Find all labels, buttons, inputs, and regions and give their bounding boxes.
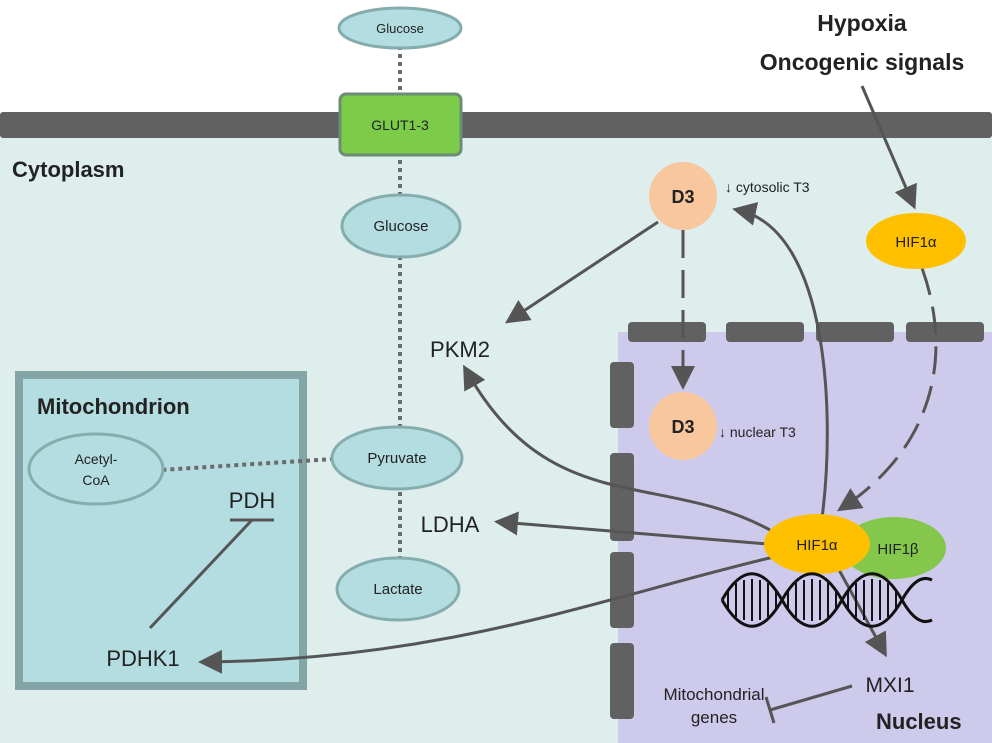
nucleus-label: Nucleus xyxy=(876,709,962,734)
hif1a-to-ldha-arrow xyxy=(494,511,769,546)
hif1b-label: HIF1β xyxy=(877,541,919,558)
pyruvate-label: Pyruvate xyxy=(367,450,426,467)
pdhk1-label: PDHK1 xyxy=(106,646,179,671)
hif1a-cytoplasm-label: HIF1α xyxy=(895,234,937,251)
pdh-label: PDH xyxy=(229,488,275,513)
glut-transporter xyxy=(338,92,463,157)
signals-to-hif1a-arrow xyxy=(860,85,917,210)
cell-membrane xyxy=(0,112,992,138)
hif1a-to-pdhk1-arrow xyxy=(198,554,779,674)
mxi1-inhibition-bar xyxy=(764,696,776,724)
mxi1-label: MXI1 xyxy=(865,674,914,697)
glut-label: GLUT1-3 xyxy=(371,117,429,133)
d3-nuclear-label: D3 xyxy=(671,417,694,437)
d3-cytosolic-node xyxy=(649,162,717,230)
hif1a-nucleus-label: HIF1α xyxy=(796,537,838,554)
hif1a-to-d3-arrow xyxy=(732,202,829,519)
arrows xyxy=(148,85,938,724)
hypoxia-label: Hypoxia xyxy=(817,10,907,36)
hif1a-to-nucleus-dashed-arrow xyxy=(836,267,938,512)
acetyl-coa-label-line1: Acetyl- xyxy=(75,451,118,467)
d3-cytosolic-label: D3 xyxy=(671,187,694,207)
mitochondrion-label: Mitochondrion xyxy=(37,394,190,419)
cytosolic-t3-label: ↓ cytosolic T3 xyxy=(725,179,810,195)
dna-helix-icon xyxy=(720,572,933,628)
mxi1-inhibits-mito-genes xyxy=(769,684,853,712)
glucose-inside-label: Glucose xyxy=(373,218,428,235)
nuclear-envelope xyxy=(610,322,984,719)
mito-genes-label-line1: Mitochondrial xyxy=(663,685,764,704)
hif1a-nucleus-node xyxy=(764,514,870,574)
hif1a-cytoplasm-node xyxy=(866,213,966,269)
glucose-inside-node xyxy=(340,193,462,259)
pyruvate-node xyxy=(330,425,464,491)
acetyl-coa-node xyxy=(27,432,165,506)
mitochondrion-region xyxy=(15,371,307,690)
d3-to-pkm2-arrow xyxy=(504,220,659,324)
d3-nuclear-node xyxy=(649,392,717,460)
ldha-label: LDHA xyxy=(421,512,480,537)
pkm2-label: PKM2 xyxy=(430,337,490,362)
pdhk1-inhibits-pdh xyxy=(148,518,254,630)
acetyl-coa-label-line2: CoA xyxy=(82,472,110,488)
lactate-label: Lactate xyxy=(373,581,422,598)
oncogenic-signals-label: Oncogenic signals xyxy=(760,49,965,75)
mito-genes-label-line2: genes xyxy=(691,708,737,727)
glucose-outside-node xyxy=(337,6,463,50)
hif1-to-mxi1-arrow xyxy=(836,567,887,658)
nuclear-t3-label: ↓ nuclear T3 xyxy=(719,424,796,440)
cytoplasm-label: Cytoplasm xyxy=(12,157,124,182)
hif1a-to-pkm2-arrow xyxy=(463,364,771,532)
hif1b-node xyxy=(842,517,946,579)
lactate-node xyxy=(335,556,461,622)
pathway-dotted-lines xyxy=(159,46,402,560)
glucose-outside-label: Glucose xyxy=(376,21,424,36)
